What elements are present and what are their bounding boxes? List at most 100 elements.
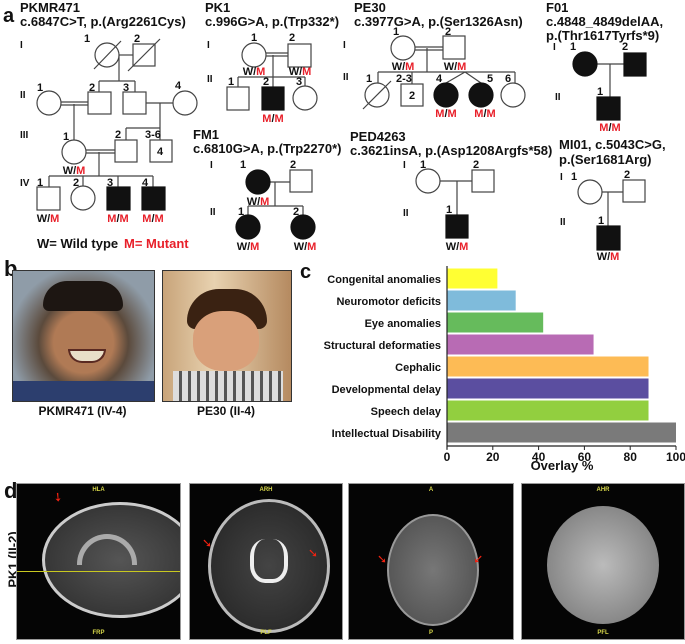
generation-label: I xyxy=(207,40,210,51)
genotype: W/M xyxy=(247,196,270,208)
individual-number: 1 xyxy=(597,86,603,98)
genotype: W/M xyxy=(37,213,60,225)
generation-label: II xyxy=(403,208,409,219)
pedigree-pkmr471: PKMR471 c.6847C>T, p.(Arg2261Cys) I II I… xyxy=(20,0,198,251)
individual-number: 1 xyxy=(63,131,69,143)
generation-label: I xyxy=(210,160,213,171)
individual-number: 5 xyxy=(487,73,493,85)
panel-label-a: a xyxy=(3,5,15,27)
generation-label: I xyxy=(553,42,556,53)
arrow-icon: ➘ xyxy=(377,552,388,566)
genotype: M/M xyxy=(474,108,495,120)
bar xyxy=(447,268,498,289)
individual-number: 2 xyxy=(290,159,296,171)
bar xyxy=(447,356,649,377)
generation-label: II xyxy=(207,74,213,85)
individual-number: 1 xyxy=(240,159,246,171)
genotype: M/M xyxy=(599,122,620,134)
category-label: Developmental delay xyxy=(332,384,442,396)
arrow-icon: ➘ xyxy=(308,546,319,560)
category-label: Eye anomalies xyxy=(365,318,441,330)
individual-number: 1 xyxy=(598,215,604,227)
variant: c.3977G>A, p.(Ser1326Asn) xyxy=(354,14,523,29)
orientation-tag: ARH xyxy=(259,487,273,493)
arrow-icon: ➘ xyxy=(473,552,484,566)
pedigree-mi01: MI01, c.5043C>G, p.(Ser1681Arg) I II 1 2… xyxy=(559,137,666,262)
pedigree-panel: a PKMR471 c.6847C>T, p.(Arg2261Cys) I II… xyxy=(3,0,666,262)
bar xyxy=(447,312,544,333)
variant: p.(Ser1681Arg) xyxy=(559,152,651,167)
generation-label: II xyxy=(210,207,216,218)
panel-label-c: c xyxy=(300,261,311,283)
photo-caption: PKMR471 (IV-4) xyxy=(38,404,127,418)
individual-number: 2 xyxy=(622,41,628,53)
individual-number: 2 xyxy=(289,32,295,44)
generation-label: I xyxy=(20,40,23,51)
category-label: Neuromotor deficits xyxy=(336,296,441,308)
genotype: M/M xyxy=(262,113,283,125)
genotype: M/M xyxy=(435,108,456,120)
individual-number: 1 xyxy=(251,32,257,44)
x-tick-label: 20 xyxy=(486,450,500,464)
individual-number: 2 xyxy=(263,76,269,88)
individual-number: 2 xyxy=(293,206,299,218)
generation-label: II xyxy=(555,92,561,103)
family-name: PK1 xyxy=(205,0,230,15)
orientation-tag: AHR xyxy=(596,487,610,493)
individual-number: 3 xyxy=(296,76,302,88)
family-name: FM1 xyxy=(193,127,219,142)
generation-label: I xyxy=(403,160,406,171)
generation-label: III xyxy=(20,130,29,141)
individual-number: 3 xyxy=(123,82,129,94)
individual-number: 1 xyxy=(570,41,576,53)
individual-number: 2 xyxy=(89,82,95,94)
individual-number: 2 xyxy=(624,169,630,181)
individual-number: 2 xyxy=(445,26,451,38)
panel-label-d: d xyxy=(4,478,18,503)
x-tick-label: 40 xyxy=(532,450,546,464)
x-tick-label: 80 xyxy=(624,450,638,464)
individual-number: 2 xyxy=(134,33,140,45)
patient-photo-pkmr471 xyxy=(12,270,155,402)
genotype: W/M xyxy=(446,241,469,253)
individual-number: 1 xyxy=(571,171,577,183)
genotype: W/M xyxy=(444,61,467,73)
orientation-tag: P xyxy=(428,630,433,636)
family-name: PED4263 xyxy=(350,129,406,144)
individual-number: 1 xyxy=(420,159,426,171)
x-tick-label: 60 xyxy=(578,450,592,464)
orientation-tag: A xyxy=(428,487,434,493)
genotype: W/M xyxy=(392,61,415,73)
bar xyxy=(447,334,594,355)
pedigree-ped4263: PED4263 c.3621insA, p.(Asp1208Argfs*58) … xyxy=(350,129,552,253)
mri-axial-t2: ARH ➘ ➘ PLF xyxy=(189,483,343,640)
genotype: W/M xyxy=(294,241,317,253)
arrow-icon: ➘ xyxy=(202,536,213,550)
orientation-tag: PLF xyxy=(260,630,272,636)
category-label: Structural deformaties xyxy=(324,340,441,352)
individual-number: 6 xyxy=(505,73,511,85)
category-label: Cephalic xyxy=(395,362,441,374)
individual-number: 4 xyxy=(436,73,443,85)
bar xyxy=(447,400,649,421)
individual-number: 1 xyxy=(37,82,43,94)
individual-number: 1 xyxy=(393,26,399,38)
individual-number: 3 xyxy=(107,177,113,189)
variant: c.3621insA, p.(Asp1208Argfs*58) xyxy=(350,143,552,158)
generation-label: II xyxy=(560,217,566,228)
variant: c.6847C>T, p.(Arg2261Cys) xyxy=(20,14,186,29)
patient-photo-pe30 xyxy=(162,270,292,402)
generation-label: I xyxy=(343,40,346,51)
individual-number: 1 xyxy=(366,73,372,85)
x-tick-label: 100 xyxy=(666,450,685,464)
genotype: W/M xyxy=(597,251,620,262)
family-name: PKMR471 xyxy=(20,0,80,15)
individual-number: 1 xyxy=(228,76,234,88)
mri-axial-dwi: AHR PFL xyxy=(521,483,685,640)
individual-number: 1 xyxy=(84,33,90,45)
mri-axial-gre: A ➘ ➘ P xyxy=(348,483,514,640)
individual-number: 2 xyxy=(473,159,479,171)
category-label: Speech delay xyxy=(371,406,442,418)
